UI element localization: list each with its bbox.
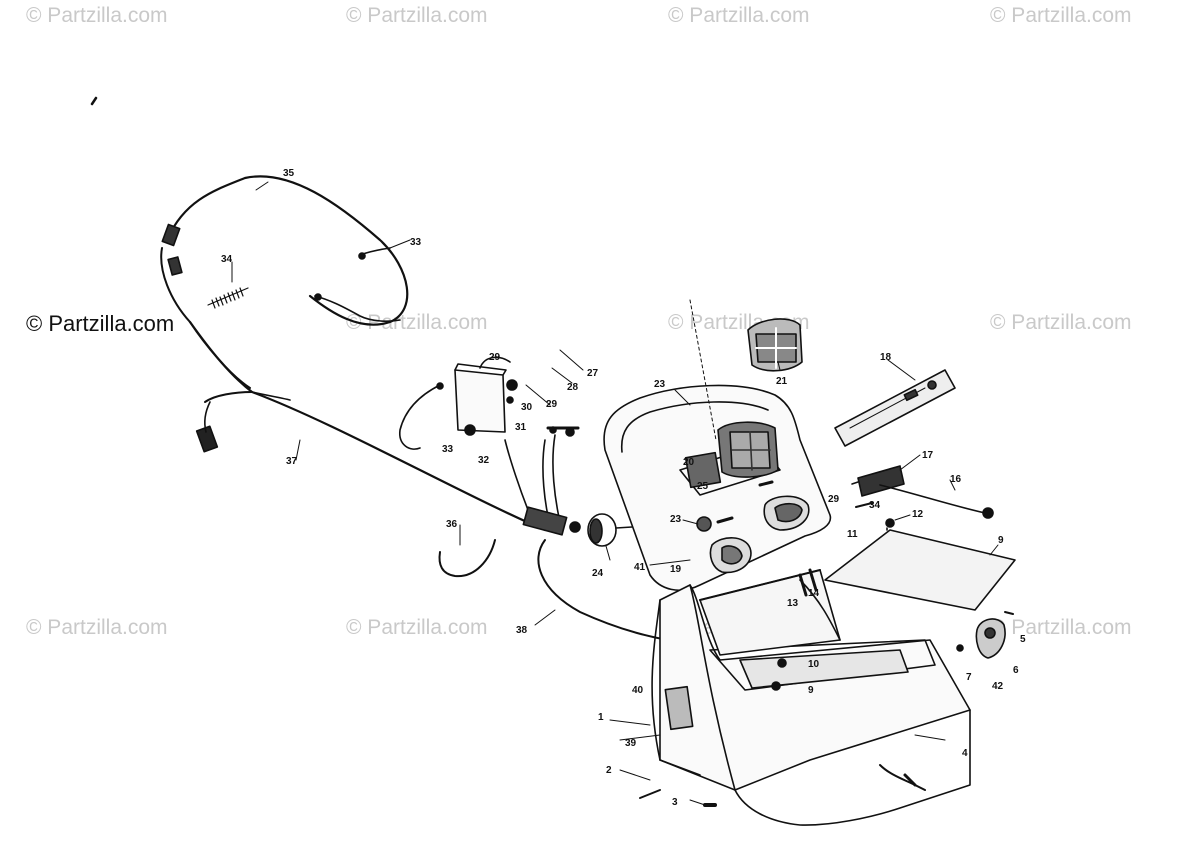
decal-18 — [834, 369, 956, 447]
watermark: © Partzilla.com — [990, 616, 1132, 639]
callout: 40 — [632, 685, 644, 696]
callout: 11 — [847, 529, 858, 540]
stray-mark — [90, 96, 98, 106]
callout: 34 — [221, 254, 233, 265]
callout: 24 — [592, 568, 604, 579]
callout: 39 — [625, 738, 637, 749]
callout: 30 — [521, 402, 533, 413]
watermark: © Partzilla.com — [668, 4, 810, 27]
dash-pod — [603, 384, 832, 591]
callout: 23 — [654, 379, 666, 390]
callout: 33 — [410, 237, 422, 248]
watermark: © Partzilla.com — [26, 4, 168, 27]
callout: 12 — [912, 509, 924, 520]
watermark-main: © Partzilla.com — [26, 311, 175, 336]
callout: 2 — [606, 765, 612, 776]
switch-17 — [851, 465, 905, 497]
harness-38 — [188, 320, 547, 532]
watermark: © Partzilla.com — [990, 311, 1132, 334]
callout: 20 — [683, 457, 695, 468]
watermark: © Partzilla.com — [346, 4, 488, 27]
callout: 29 — [828, 494, 840, 505]
callout: 25 — [697, 481, 709, 492]
callout: 33 — [442, 444, 454, 455]
callout: 16 — [950, 474, 962, 485]
callout: 21 — [776, 376, 788, 387]
callout: 27 — [587, 368, 599, 379]
callout: 31 — [515, 422, 527, 433]
junction-block — [522, 506, 581, 536]
cable-loop — [166, 175, 409, 326]
callout: 9 — [998, 535, 1004, 546]
callout: 3 — [672, 797, 678, 808]
callout: 1 — [598, 712, 604, 723]
callout: 29 — [489, 352, 501, 363]
callout: 19 — [670, 564, 682, 575]
relay-plate — [454, 356, 518, 436]
cable-connector — [167, 256, 183, 276]
cable-16 — [879, 484, 986, 514]
wire-37 — [438, 539, 496, 578]
callout: 4 — [962, 748, 968, 759]
callout: 6 — [1013, 665, 1019, 676]
callout: 42 — [992, 681, 1004, 692]
callout-labels: 35 33 34 37 29 27 28 29 30 31 32 33 36 2… — [221, 168, 1026, 808]
callout: 13 — [787, 598, 799, 609]
watermark: © Partzilla.com — [346, 616, 488, 639]
wire-loop — [399, 384, 441, 450]
callout: 36 — [446, 519, 458, 530]
callout: 5 — [1020, 634, 1026, 645]
wire-segment — [314, 295, 401, 322]
watermark: © Partzilla.com — [346, 311, 488, 334]
callout: 17 — [922, 450, 934, 461]
console-body — [651, 568, 971, 826]
spring-part — [207, 287, 249, 309]
glovebox-lid — [824, 529, 1016, 611]
callout: 34 — [869, 500, 881, 511]
callout: 29 — [546, 399, 558, 410]
callout: 23 — [670, 514, 682, 525]
callout: 35 — [283, 168, 295, 179]
harness-plug — [195, 425, 219, 453]
callout: 28 — [567, 382, 579, 393]
cable-39 — [537, 539, 669, 641]
callout: 7 — [966, 672, 972, 683]
tachometer-21 — [747, 318, 803, 372]
callout: 37 — [286, 456, 298, 467]
callout: 32 — [478, 455, 490, 466]
callout: 14 — [808, 588, 820, 599]
watermark: © Partzilla.com — [990, 4, 1132, 27]
watermark: © Partzilla.com — [26, 616, 168, 639]
latch-43 — [956, 618, 1006, 659]
callout: 18 — [880, 352, 892, 363]
callout: 9 — [808, 685, 814, 696]
callout: 10 — [808, 659, 820, 670]
socket-24 — [587, 513, 633, 547]
callout: 41 — [634, 562, 646, 573]
callout: 38 — [516, 625, 528, 636]
cable-connector — [161, 223, 181, 247]
